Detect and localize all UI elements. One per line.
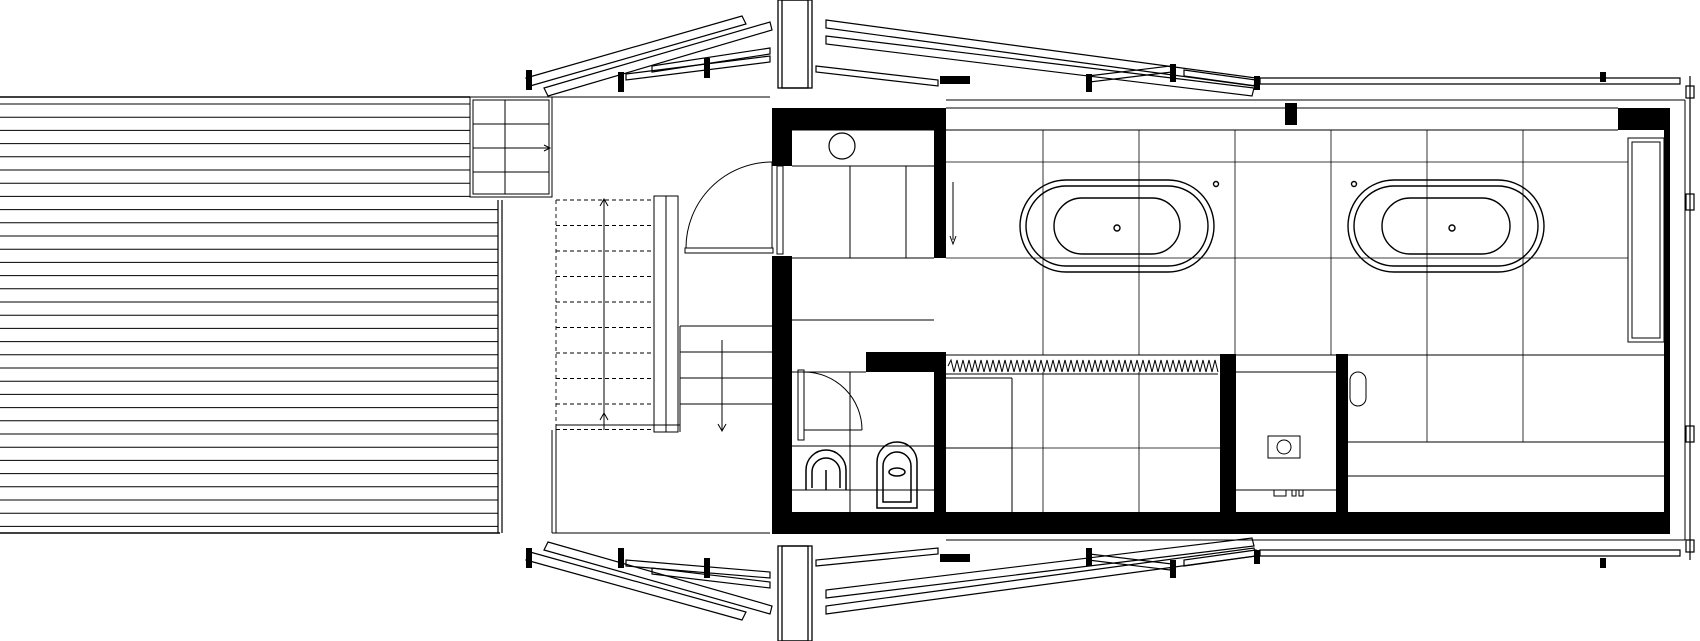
fin-bracket bbox=[1086, 548, 1092, 566]
shutter-fin bbox=[625, 55, 771, 81]
posts bbox=[777, 0, 813, 641]
shutter-fins bbox=[525, 15, 1681, 621]
shutter-fin bbox=[1087, 65, 1173, 83]
stair-lower bbox=[679, 325, 772, 432]
shutter-fin bbox=[625, 559, 771, 579]
washbasin-small bbox=[805, 449, 847, 490]
toilet bbox=[876, 441, 918, 509]
shower-glass bbox=[776, 165, 957, 255]
shower-room bbox=[792, 129, 934, 321]
vanity-right bbox=[1348, 371, 1664, 477]
wc-room bbox=[792, 369, 934, 512]
shutter-fin bbox=[651, 47, 771, 73]
shutter-fin bbox=[1259, 77, 1681, 85]
radiator-coil bbox=[947, 358, 1219, 373]
fin-bracket bbox=[526, 548, 532, 568]
bathtub-left bbox=[1019, 179, 1220, 273]
fin-bracket bbox=[1254, 550, 1260, 564]
shower-drain bbox=[828, 132, 856, 160]
fin-bracket bbox=[618, 548, 624, 568]
tile-grid bbox=[946, 130, 1628, 512]
edge-details bbox=[1685, 76, 1695, 560]
shutter-fin bbox=[543, 541, 773, 615]
shutter-fin bbox=[825, 35, 1255, 97]
fin-bracket bbox=[940, 76, 970, 84]
deck bbox=[0, 103, 498, 527]
fin-bracket bbox=[1600, 72, 1606, 82]
shutter-fin bbox=[525, 551, 747, 621]
fin-bracket bbox=[940, 554, 970, 562]
fin-bracket bbox=[1254, 76, 1260, 90]
stair bbox=[555, 199, 654, 430]
wall-bench bbox=[1627, 137, 1665, 343]
radiator bbox=[946, 358, 1219, 375]
bathtub-right bbox=[1347, 179, 1545, 273]
shutter-fin bbox=[525, 15, 747, 87]
fin-bracket bbox=[1170, 64, 1176, 82]
fin-bracket bbox=[1600, 558, 1606, 568]
shutter-fin bbox=[825, 537, 1255, 599]
walls bbox=[772, 103, 1670, 534]
fin-bracket bbox=[618, 72, 624, 92]
stair-rail bbox=[653, 195, 679, 433]
entry-door bbox=[684, 161, 774, 254]
fin-bracket bbox=[704, 558, 710, 578]
shutter-fin bbox=[815, 65, 939, 87]
service-cabinet bbox=[1236, 371, 1336, 497]
shutter-fin bbox=[815, 547, 939, 567]
entry-steps bbox=[469, 96, 553, 198]
fin-bracket bbox=[1086, 74, 1092, 92]
main-outline bbox=[946, 99, 1686, 541]
shutter-fin bbox=[543, 21, 773, 97]
fin-bracket bbox=[1170, 560, 1176, 578]
shutter-fin bbox=[651, 567, 771, 589]
vanity-left bbox=[946, 377, 1013, 512]
stair-arrows bbox=[599, 197, 727, 433]
deck-border bbox=[0, 96, 503, 534]
fin-bracket bbox=[526, 70, 532, 90]
shutter-fin bbox=[825, 19, 1257, 87]
fin-brackets bbox=[526, 58, 1606, 578]
fin-bracket bbox=[704, 58, 710, 78]
shutter-fin bbox=[1259, 549, 1681, 557]
entry-hall bbox=[551, 96, 770, 534]
shutter-fin bbox=[825, 547, 1257, 615]
